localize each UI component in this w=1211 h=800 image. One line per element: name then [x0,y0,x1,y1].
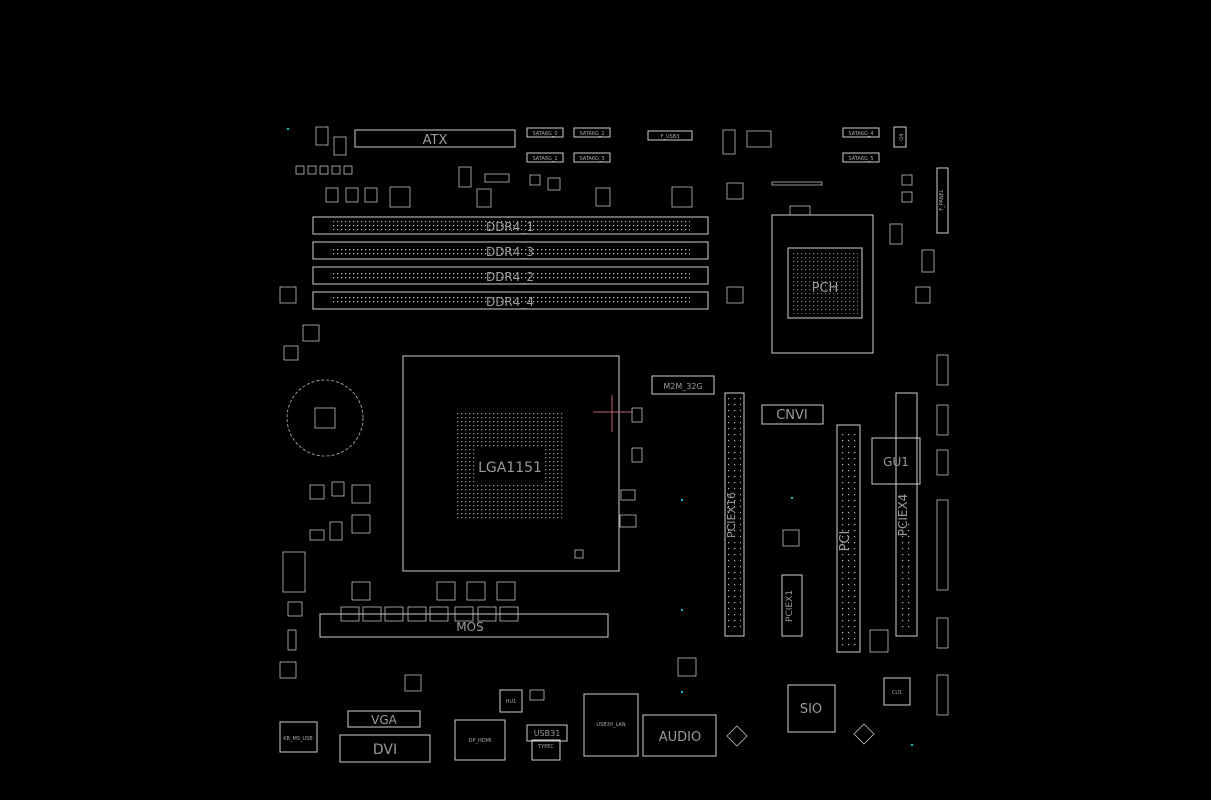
f-usb3-label: F_USB3 [661,134,680,140]
right-edge-headers [869,354,949,716]
sata-connectors[interactable]: SATA6G_0 SATA6G_2 SATA6G_1 SATA6G_3 SATA… [526,127,880,163]
cnvi-label: CNVI [776,408,808,423]
vga-label: VGA [371,713,398,727]
dp-hdmi-port[interactable]: DP_HDMI [454,719,506,761]
cpu-label: LGA1151 [478,460,542,476]
atx-label: ATX [423,133,448,148]
mos-label: MOS [456,620,483,634]
audio-jack[interactable]: AUDIO [642,714,717,757]
ddr4-slot-3[interactable]: DDR4_3 [312,241,709,260]
typec-port[interactable]: TYPEC [531,739,561,761]
sata4-label: SATA6G_4 [848,131,873,137]
q4-component[interactable]: Q4 [893,126,907,148]
pciex1-slot[interactable]: PCIEX1 [781,574,803,637]
sata0-label: SATA6G_0 [532,131,557,137]
audio-label: AUDIO [659,730,702,745]
sata5-label: SATA6G_5 [848,156,873,162]
mos-area[interactable]: MOS [319,606,609,638]
typec-label: TYPEC [537,744,554,750]
pciex16-slot[interactable]: PCIEX16 [724,392,745,637]
pcie-bridge-chip [782,529,800,547]
vrm-area [282,379,516,651]
dvi-port[interactable]: DVI [339,734,431,763]
usb31-label: USB31 [534,729,561,738]
f-panel-header[interactable]: F_PANEL [936,167,949,234]
pci-slot[interactable]: PCI [836,424,861,653]
ddr4-slot-2[interactable]: DDR4_2 [312,266,709,285]
cu1-label: CU1 [892,690,902,696]
hu1-label: HU1 [506,699,517,705]
gu1-label: GU1 [883,455,909,469]
kb-ms-usb-port[interactable]: KB_MS_USB [279,721,318,753]
sata1-label: SATA6G_1 [532,156,557,162]
dvi-label: DVI [373,742,397,758]
ddr4-slot-1[interactable]: DDR4_1 [312,216,709,235]
ddr4-1-label: DDR4_1 [486,220,534,234]
small-components [279,126,935,361]
hu1-chip[interactable]: HU1 [499,689,523,713]
gu1-chip[interactable]: GU1 [871,437,921,485]
m2-slot[interactable]: M2M_32G [651,375,715,395]
cpu-side-parts [574,407,643,559]
q4-label: Q4 [899,133,905,140]
cnvi-slot[interactable]: CNVI [761,404,824,425]
markers [287,128,913,746]
m2-label: M2M_32G [663,382,702,391]
usb30-lan-port[interactable]: USB30_LAN [583,693,639,757]
pch-chip[interactable]: PCH [771,214,874,354]
cpu-socket[interactable]: LGA1151 [402,355,620,572]
dp-label: DP_HDMI [469,738,492,744]
ddr4-2-label: DDR4_2 [486,270,534,284]
ddr4-4-label: DDR4_4 [486,295,534,309]
cursor-crosshair [593,395,633,432]
vga-port[interactable]: VGA [347,710,421,728]
ddr4-slot-4[interactable]: DDR4_4 [312,291,709,310]
atx-connector[interactable]: ATX [354,129,516,148]
lan-label: USB30_LAN [596,722,625,728]
sata2-label: SATA6G_2 [579,131,604,137]
pciex4-slot[interactable]: PCIEX4 [895,392,918,637]
kb-label: KB_MS_USB [283,736,313,742]
pch-label: PCH [812,281,839,296]
ddr4-3-label: DDR4_3 [486,245,534,259]
sata3-label: SATA6G_3 [579,156,604,162]
usb31-port[interactable]: USB31 [526,724,568,742]
pci-label: PCI [838,531,853,552]
sio-label: SIO [800,702,822,717]
cu1-chip[interactable]: CU1 [883,677,911,706]
sio-chip[interactable]: SIO [787,684,836,733]
f-panel-label: F_PANEL [939,189,945,210]
bottom-small-parts [279,657,875,747]
pciex16-label: PCIEX16 [725,492,738,538]
pciex1-label: PCIEX1 [785,590,795,622]
f-usb3-header[interactable]: F_USB3 [647,130,693,141]
pciex4-label: PCIEX4 [896,494,910,537]
